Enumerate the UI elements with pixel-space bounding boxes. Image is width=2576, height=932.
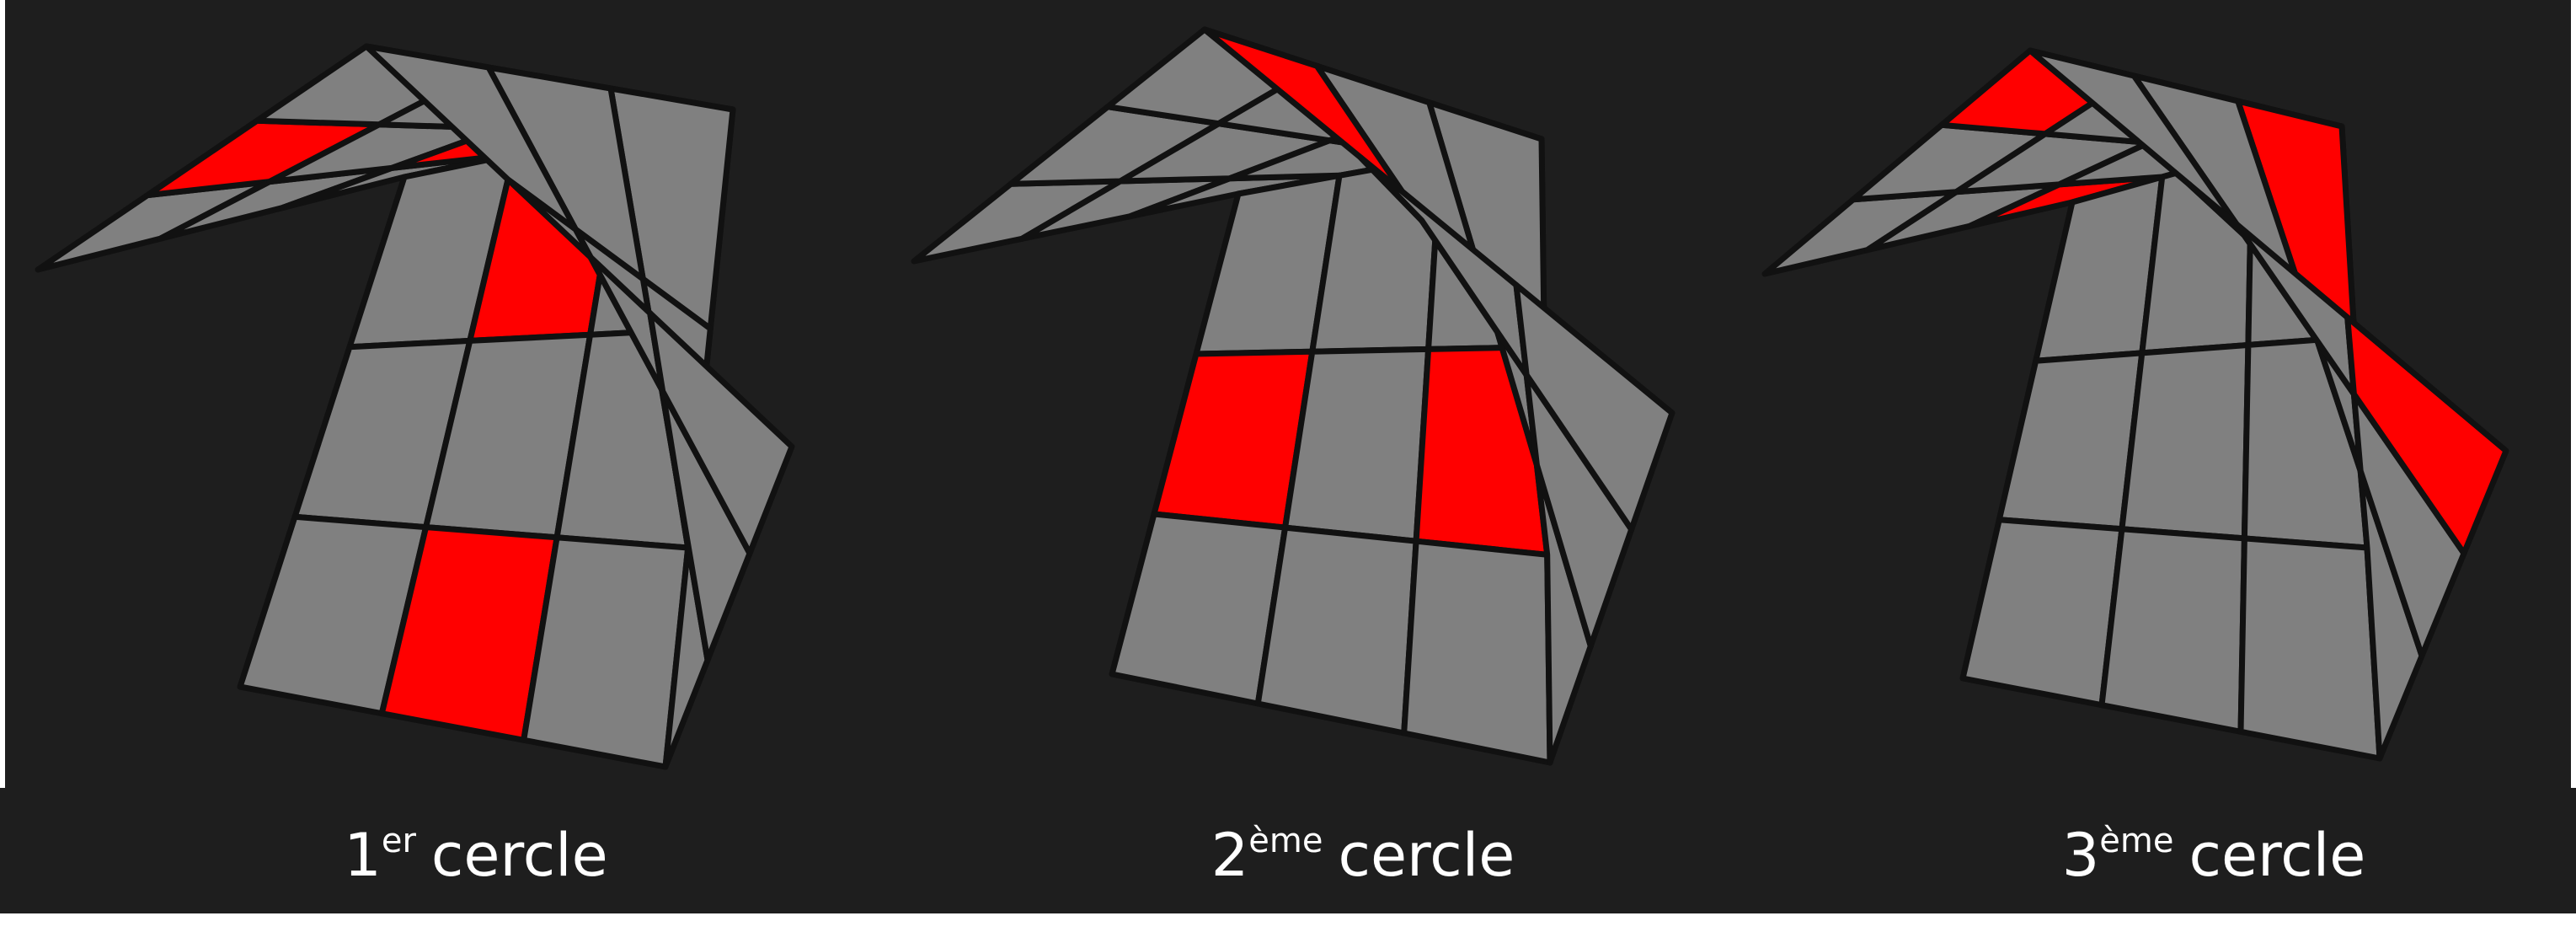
sticker-front-2-0 bbox=[1959, 517, 2125, 709]
cubes-drawing bbox=[35, 26, 2509, 770]
caption-word: cercle bbox=[430, 821, 608, 890]
sticker-front-2-0 bbox=[1109, 511, 1289, 707]
caption-ordinal-suffix: ème bbox=[2099, 822, 2174, 860]
caption-panel-1: 1er cercle bbox=[344, 809, 607, 902]
cube-panel-1 bbox=[35, 43, 795, 770]
caption-word: cercle bbox=[1338, 821, 1515, 890]
highlighted-sticker-right-2-2 bbox=[2344, 314, 2509, 557]
divider-left bbox=[0, 0, 5, 788]
diagram-canvas bbox=[0, 0, 2576, 913]
sticker-right-2-2 bbox=[1513, 281, 1675, 533]
cube-panel-3 bbox=[1761, 47, 2509, 762]
sticker-front-2-2 bbox=[2237, 535, 2383, 762]
caption-number: 2 bbox=[1211, 821, 1249, 890]
caption-panel-2: 2ème cercle bbox=[1211, 809, 1515, 902]
caption-number: 3 bbox=[2061, 821, 2100, 890]
sticker-right-2-2 bbox=[647, 310, 795, 557]
caption-word: cercle bbox=[2189, 821, 2366, 890]
caption-panel-3: 3ème cercle bbox=[2062, 809, 2366, 902]
sticker-front-2-1 bbox=[1254, 524, 1419, 736]
caption-ordinal-suffix: er bbox=[381, 822, 416, 860]
sticker-front-2-2 bbox=[521, 534, 692, 770]
caption-number: 1 bbox=[344, 821, 382, 890]
sticker-front-2-1 bbox=[2098, 526, 2247, 735]
caption-ordinal-suffix: ème bbox=[1248, 822, 1323, 860]
cube-panel-2 bbox=[911, 26, 1675, 766]
sticker-front-1-0 bbox=[1996, 350, 2146, 533]
sticker-front-1-1 bbox=[1282, 345, 1432, 544]
divider-right bbox=[2571, 0, 2576, 788]
sticker-front-2-2 bbox=[1401, 538, 1553, 766]
sticker-front-1-1 bbox=[2119, 341, 2252, 542]
